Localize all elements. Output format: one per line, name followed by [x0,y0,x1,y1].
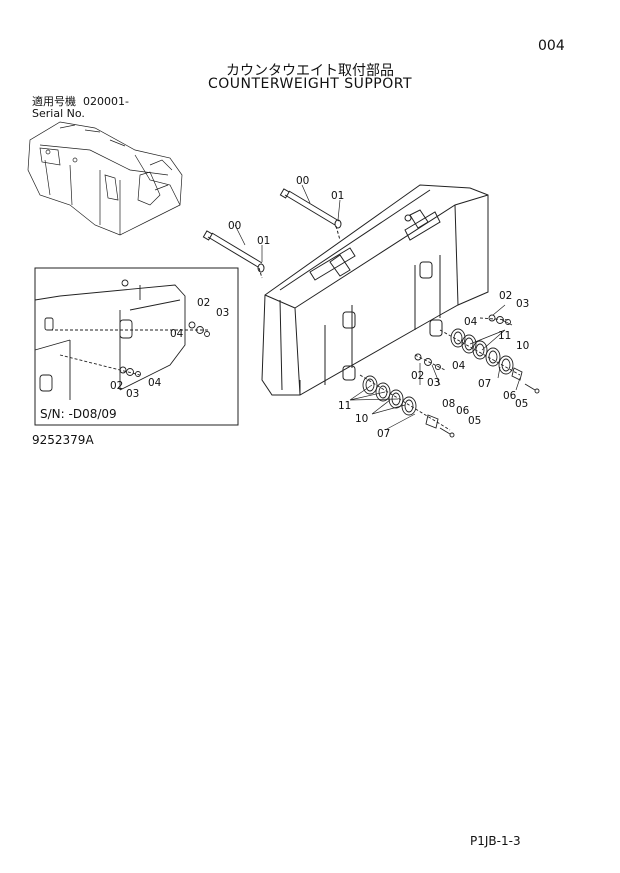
footer-code: P1JB-1-3 [470,834,521,848]
callout-label: 00 [228,220,242,232]
drawing-code: 9252379A [32,433,94,447]
callout-label: 11 [338,400,352,412]
callout-label: 04 [452,360,466,372]
callout-label: 01 [257,235,271,247]
callout-label: 04 [464,316,478,328]
page-title: COUNTERWEIGHT SUPPORT [207,76,413,92]
callout-label: 10 [516,340,530,352]
callout-label: 02 [197,297,211,309]
callout-label: 03 [516,298,530,310]
pin-parts [202,188,342,279]
inset-serial-label: S/N: -D08/09 [40,407,117,421]
serial-en-label: Serial No. [32,107,85,120]
serial-value: 020001- [83,95,129,108]
ring-stack-right [439,328,540,394]
inset-frame [34,267,239,426]
callout-label: 05 [515,398,529,410]
callout-label: 11 [498,330,512,342]
page-title-japanese: カウンタウエイト取付部品 [226,63,394,79]
callout-label: 05 [468,415,482,427]
callout-label: 02 [411,370,425,382]
callout-label: 03 [126,388,140,400]
callout-label: 01 [331,190,345,202]
callout-label: 08 [442,398,456,410]
machine-thumbnail [27,121,183,236]
callout-label: 02 [110,380,124,392]
callout-label: 03 [216,307,230,319]
leader-lines [234,184,521,431]
callout-label: 07 [478,378,492,390]
callout-label: 06 [456,405,470,417]
page-number: 004 [538,38,565,54]
counterweight-body [261,184,489,396]
callout-label: 06 [503,390,517,402]
callout-label: 04 [148,377,162,389]
serial-block: 適用号機 020001- Serial No. [32,96,129,120]
callout-label: 10 [355,413,369,425]
serial-jp-label: 適用号機 [32,95,76,108]
callout-label: 07 [377,428,391,440]
callout-label: 04 [170,328,184,340]
callout-label: 03 [427,377,441,389]
callout-label: 02 [499,290,513,302]
callout-label: 00 [296,175,310,187]
